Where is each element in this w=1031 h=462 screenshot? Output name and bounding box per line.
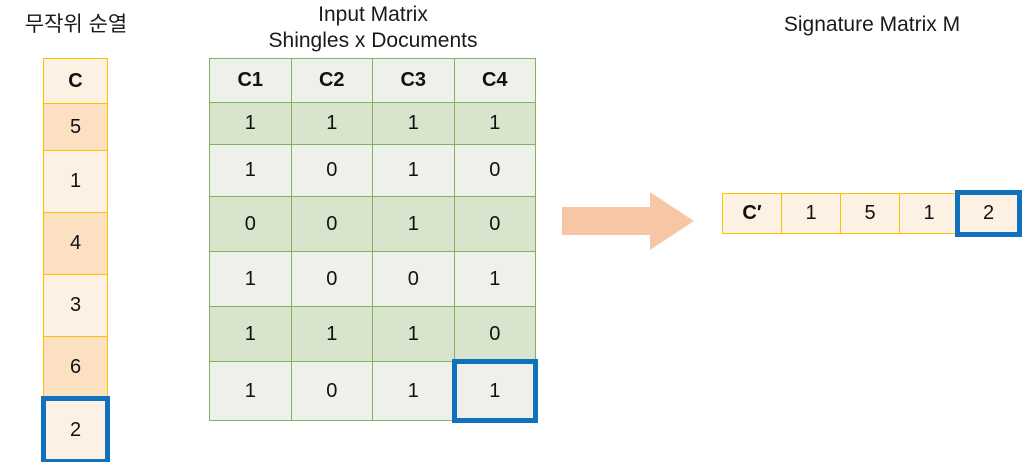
table-row: 1 0 0 1 (210, 252, 535, 307)
permutation-column: C 5 1 4 3 6 2 (41, 58, 110, 462)
matrix-cell: 1 (373, 307, 455, 362)
matrix-header-cell: C2 (291, 59, 373, 103)
arrow-right-icon (562, 192, 694, 250)
matrix-cell: 1 (210, 103, 292, 145)
matrix-cell: 1 (373, 145, 455, 197)
matrix-cell: 1 (373, 362, 455, 420)
permutation-title: 무작위 순열 (24, 13, 128, 36)
matrix-cell: 0 (210, 197, 292, 252)
matrix-header-cell: C3 (373, 59, 455, 103)
matrix-cell: 0 (291, 252, 373, 307)
permutation-cell: 1 (44, 151, 107, 213)
matrix-cell: 1 (454, 252, 535, 307)
table-row: 1 1 1 1 (210, 103, 535, 145)
permutation-cell-highlighted: 2 (41, 396, 110, 462)
table-row: 0 0 1 0 (210, 197, 535, 252)
signature-cell: 5 (841, 194, 900, 233)
matrix-cell: 1 (210, 362, 292, 420)
matrix-cell: 1 (291, 103, 373, 145)
matrix-cell: 0 (291, 145, 373, 197)
matrix-cell: 1 (454, 103, 535, 145)
matrix-cell: 0 (454, 307, 535, 362)
matrix-cell: 0 (291, 197, 373, 252)
matrix-cell: 1 (291, 307, 373, 362)
matrix-cell: 1 (373, 103, 455, 145)
matrix-cell: 0 (454, 197, 535, 252)
signature-cell-highlighted: 2 (955, 190, 1022, 237)
table-row: 1 0 1 1 (210, 359, 538, 423)
permutation-cell: 5 (44, 104, 107, 151)
signature-matrix-title: Signature Matrix M (783, 13, 961, 36)
table-row: 1 0 1 0 (210, 145, 535, 197)
matrix-header-cell: C4 (454, 59, 535, 103)
matrix-cell: 0 (454, 145, 535, 197)
matrix-cell: 1 (210, 307, 292, 362)
matrix-cell: 0 (373, 252, 455, 307)
input-matrix-table: C1 C2 C3 C4 1 1 1 1 1 0 1 0 0 0 1 0 1 0 … (209, 58, 538, 423)
signature-cell: 1 (782, 194, 841, 233)
permutation-cell: 3 (44, 275, 107, 337)
matrix-cell: 1 (373, 197, 455, 252)
input-matrix-title: Input Matrix Shingles x Documents (268, 3, 478, 52)
matrix-header-cell: C1 (210, 59, 292, 103)
matrix-cell: 1 (210, 145, 292, 197)
matrix-cell: 1 (210, 252, 292, 307)
permutation-cell: 4 (44, 213, 107, 275)
matrix-cell: 0 (292, 362, 373, 420)
signature-matrix-row: C′ 1 5 1 2 (722, 190, 1022, 237)
matrix-cell-highlighted: 1 (451, 359, 538, 423)
matrix-header-row: C1 C2 C3 C4 (210, 59, 535, 103)
permutation-header-cell: C (44, 59, 107, 104)
signature-header-cell: C′ (723, 194, 782, 233)
table-row: 1 1 1 0 (210, 307, 535, 362)
permutation-cell: 6 (44, 337, 107, 399)
signature-cell: 1 (900, 194, 959, 233)
